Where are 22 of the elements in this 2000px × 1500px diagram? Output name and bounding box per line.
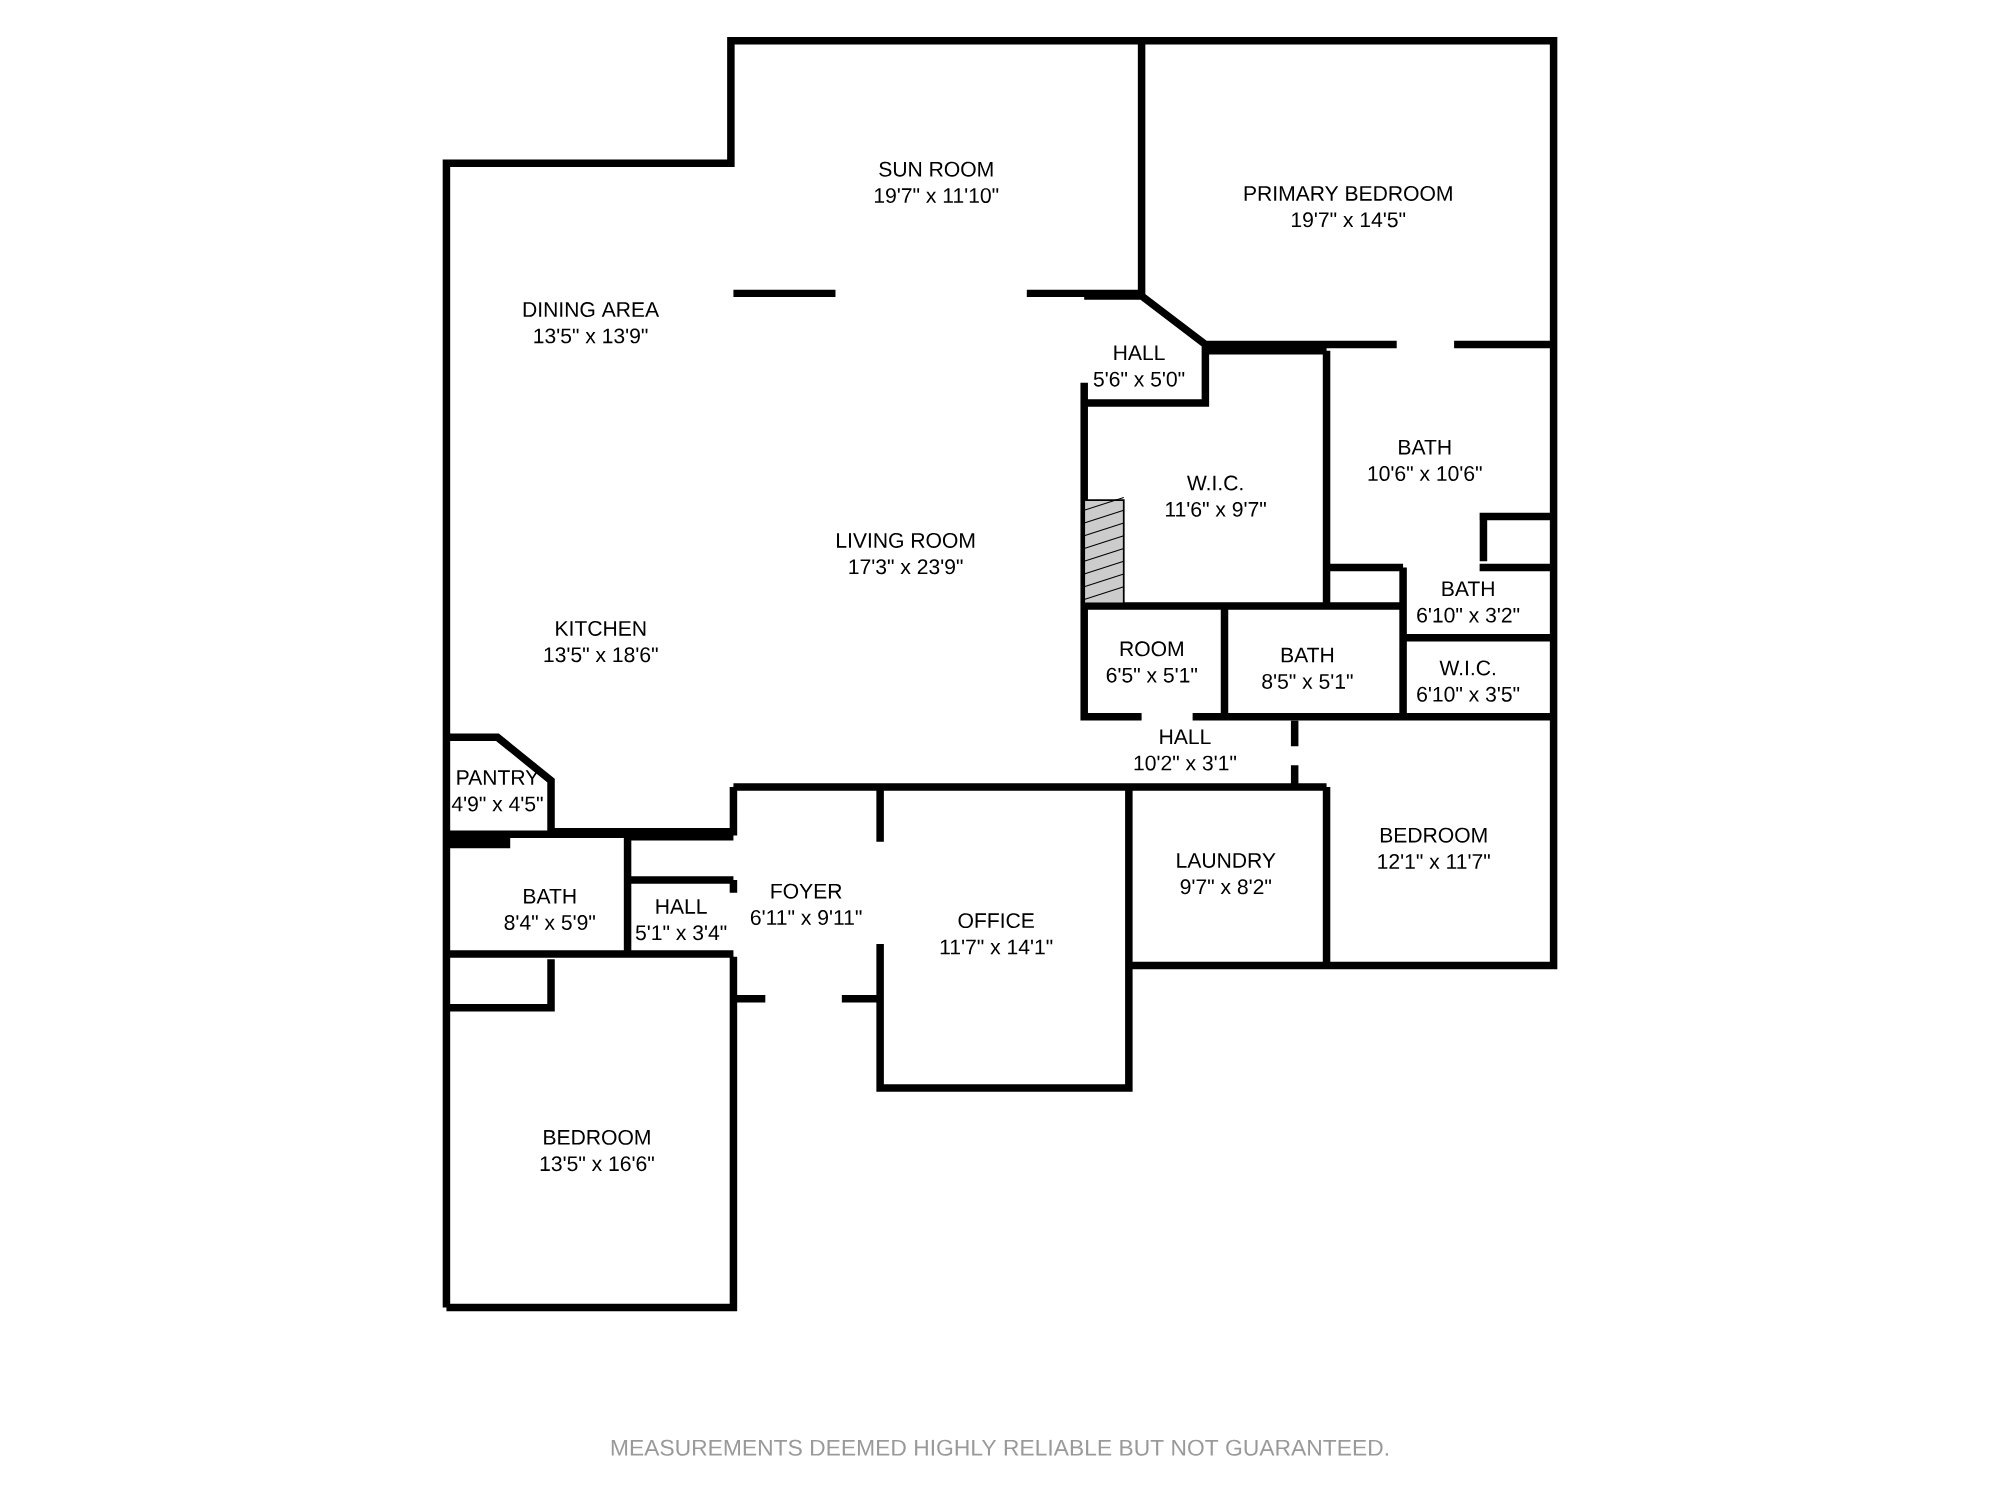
room-label: LAUNDRY 9'7" x 8'2" bbox=[1177, 853, 1276, 895]
disclaimer-note: MEASUREMENTS DEEMED HIGHLY RELIABLE BUT NOT GUARANTEED. bbox=[611, 1439, 1388, 1456]
room-label: BATH 10'6" x 10'6" bbox=[1368, 439, 1482, 481]
room-label: BEDROOM 13'5" x 16'6" bbox=[540, 1129, 654, 1172]
room-label: FOYER 6'11" x 9'11" bbox=[750, 883, 862, 925]
room-label: BATH 6'10" x 3'2" bbox=[1417, 581, 1520, 623]
room-label: DINING AREA 13'5" x 13'9" bbox=[523, 302, 660, 344]
room-label: BATH 8'5" x 5'1" bbox=[1262, 647, 1353, 689]
room-label: ROOM 6'5" x 5'1" bbox=[1106, 641, 1197, 683]
room-label: W.I.C. 11'6" x 9'7" bbox=[1166, 475, 1266, 517]
room-label: HALL 10'2" x 3'1" bbox=[1134, 729, 1237, 771]
room-label: BEDROOM 12'1" x 11'7" bbox=[1378, 827, 1490, 869]
room-label: PRIMARY BEDROOM 19'7" x 14'5" bbox=[1244, 186, 1452, 228]
room-label: W.I.C. 6'10" x 3'5" bbox=[1417, 660, 1520, 702]
room-label: HALL 5'1" x 3'4" bbox=[635, 899, 727, 941]
room-label: HALL 5'6" x 5'0" bbox=[1093, 345, 1185, 387]
room-label: PANTRY 4'9" x 4'5" bbox=[451, 770, 543, 812]
room-label: LIVING ROOM 17'3" x 23'9" bbox=[837, 532, 975, 575]
room-label: SUN ROOM 19'7" x 11'10" bbox=[874, 161, 999, 204]
room-label: BATH 8'4" x 5'9" bbox=[504, 888, 595, 930]
room-label: KITCHEN 13'5" x 18'6" bbox=[544, 620, 658, 663]
room-label: OFFICE 11'7" x 14'1" bbox=[940, 913, 1053, 955]
